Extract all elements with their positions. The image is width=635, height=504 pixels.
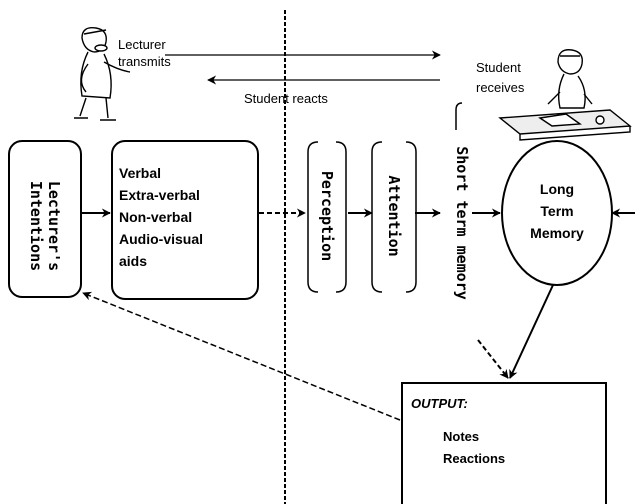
channels-box: Verbal Extra-verbal Non-verbal Audio-vis… [111,140,259,300]
ltm-line1: Long [539,181,575,197]
short-term-memory-label: Short term memory [453,146,471,300]
stm-bracket [455,102,463,130]
arrow-stm-to-output [477,339,509,379]
attention-label: Attention [385,175,403,257]
long-term-memory-label: Long Term Memory [502,178,612,244]
student-receives-label: Student receives [476,58,524,98]
channel-extra-verbal: Extra-verbal [119,187,200,203]
student-reacts-label: Student reacts [244,91,328,106]
lecturer-transmits-label: Lecturer transmits [118,36,171,70]
perception-label: Perception [318,170,336,262]
output-box: OUTPUT: Notes Reactions [401,382,607,504]
lecturer-line1: Lecturer [118,37,166,52]
channel-aids: aids [119,253,148,269]
channel-non-verbal: Non-verbal [119,209,193,225]
arrow-output-to-intentions [82,291,401,421]
student-figure-icon [498,49,632,141]
perception-bracket-left [307,141,319,293]
long-term-memory-ellipse [501,140,613,286]
ltm-line3: Memory [530,225,584,241]
intentions-box [8,140,82,298]
arrow-ltm-to-output [509,284,554,379]
output-reactions: Reactions [443,451,506,466]
perception-bracket-right [335,141,347,293]
output-items: Notes Reactions [443,426,505,470]
attention-bracket-left [371,141,383,293]
student-line2: receives [476,80,525,95]
student-line1: Student [476,60,521,75]
output-notes: Notes [443,429,480,444]
output-title: OUTPUT: [411,396,468,411]
ltm-line2: Term [540,203,574,219]
attention-bracket-right [405,141,417,293]
lecturer-line2: transmits [118,54,171,69]
channel-verbal: Verbal [119,165,162,181]
intentions-label: Lecturer's Intentions [27,180,63,272]
channel-audio-visual: Audio-visual [119,231,204,247]
lecturer-figure-icon [74,27,131,121]
